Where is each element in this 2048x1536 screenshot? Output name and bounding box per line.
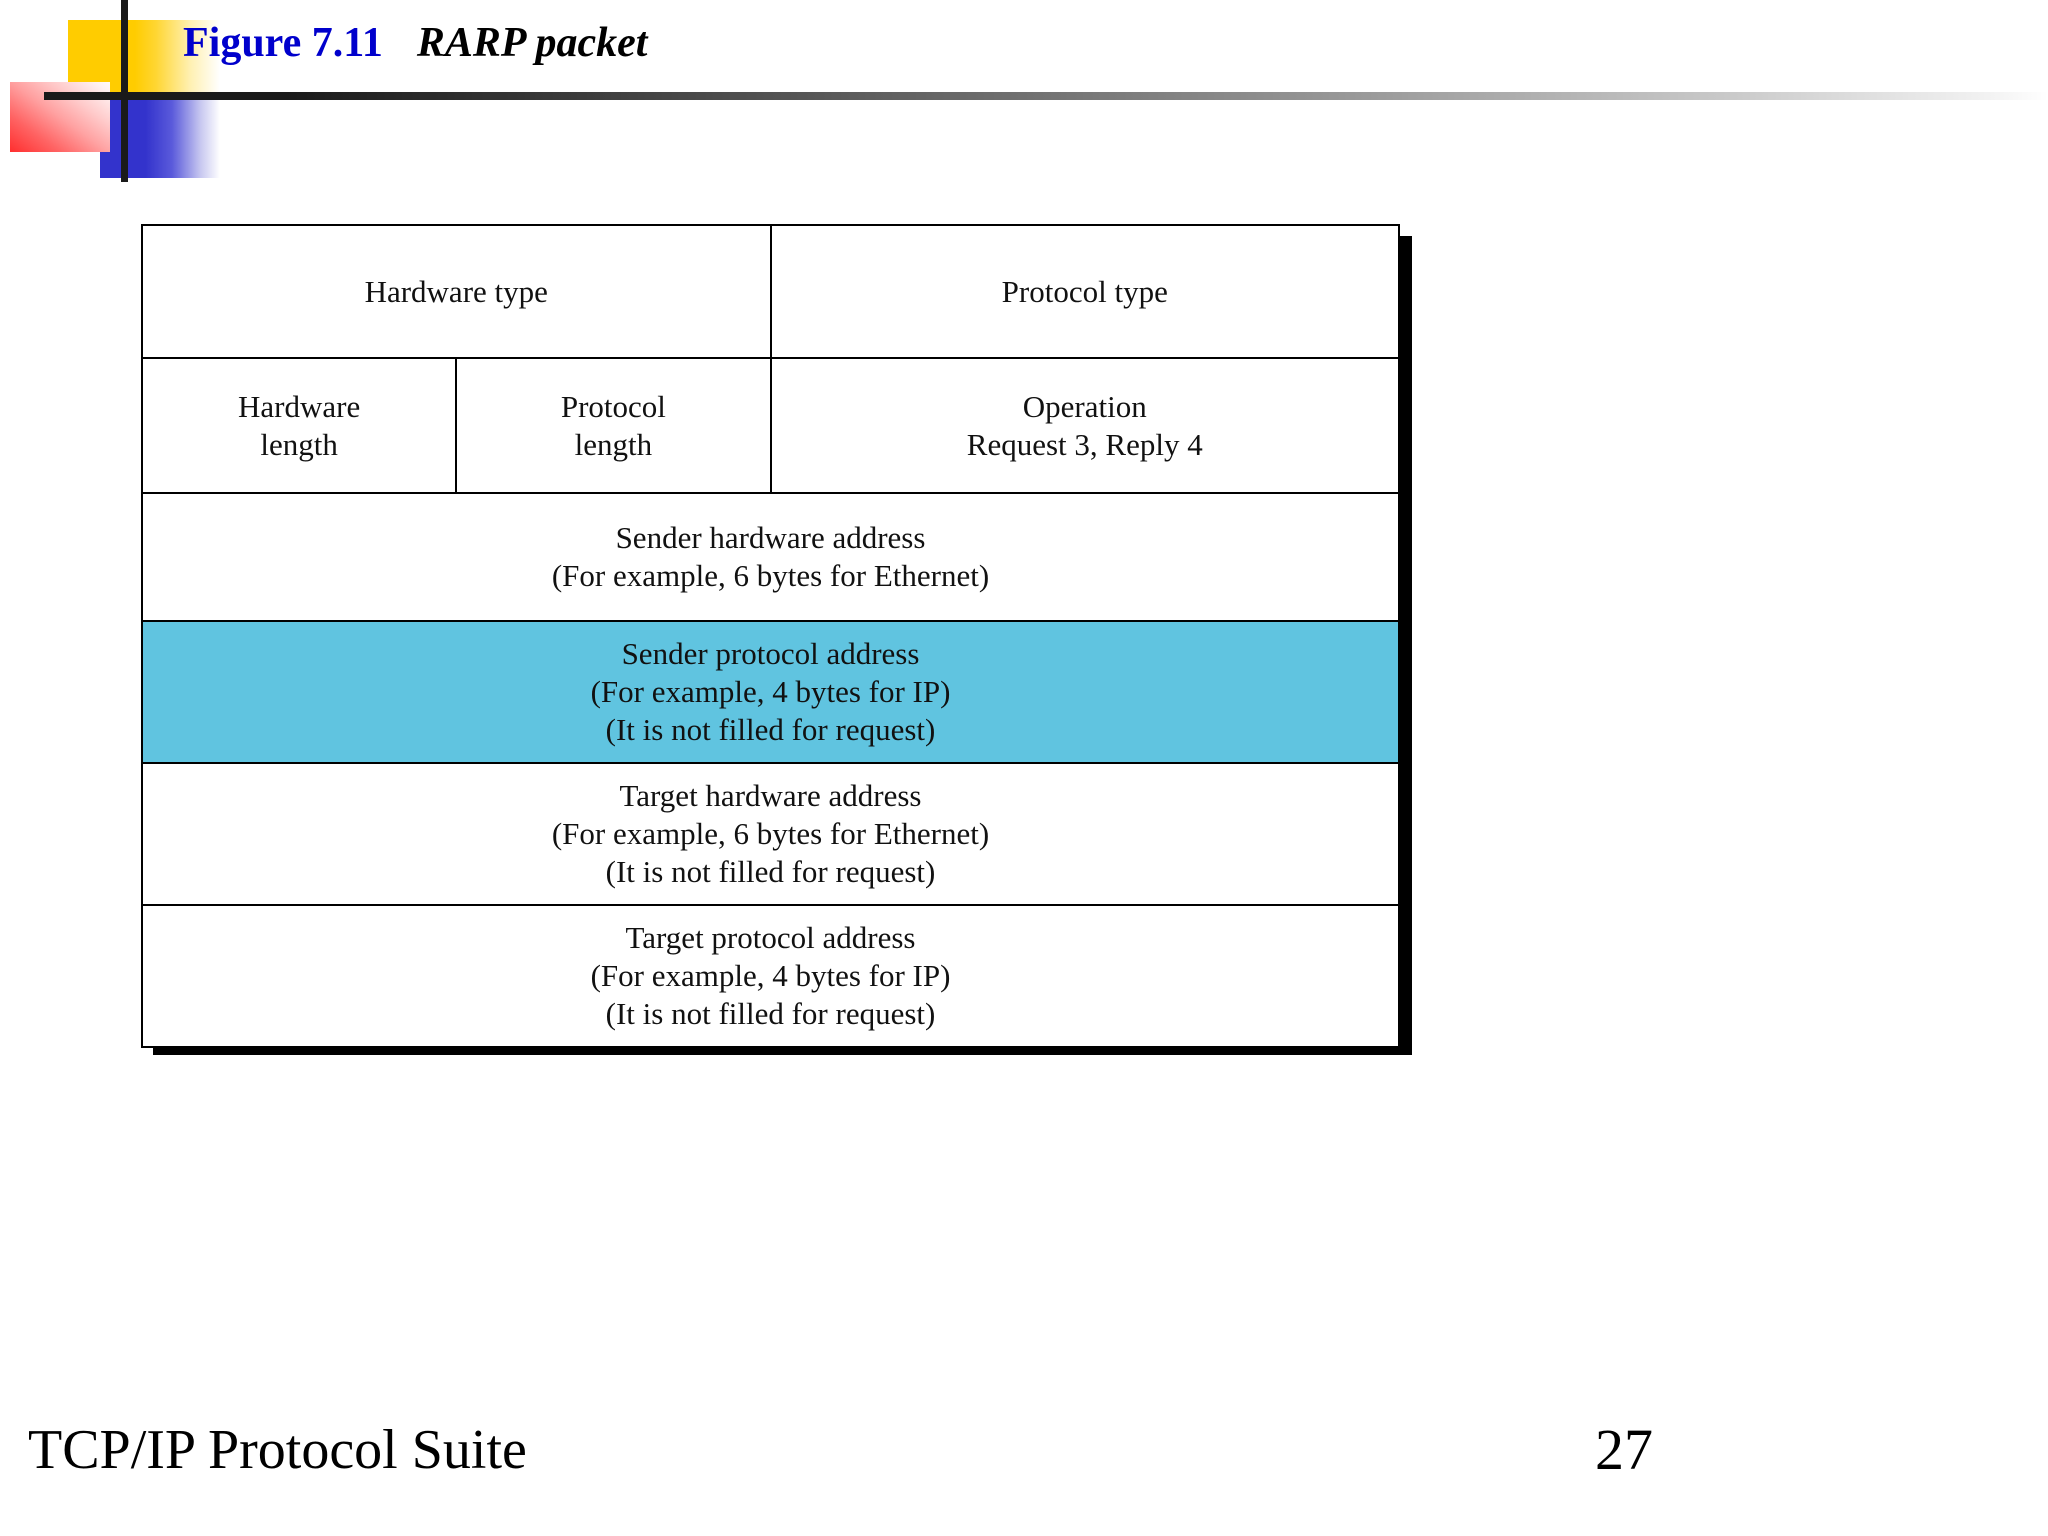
- cell-line: (For example, 4 bytes for IP): [590, 674, 951, 710]
- cell-line: (For example, 6 bytes for Ethernet): [551, 558, 990, 593]
- cell-line: Protocol type: [1001, 273, 1168, 309]
- cell-sender-protocol-address: Sender protocol address (For example, 4 …: [141, 620, 1400, 764]
- cell-line: Protocol: [560, 388, 666, 424]
- table-row: Sender protocol address (For example, 4 …: [141, 620, 1400, 764]
- table-row: Target hardware address (For example, 6 …: [141, 762, 1400, 906]
- cell-line: (It is not filled for request): [605, 995, 936, 1031]
- rarp-packet-diagram: Hardware type Protocol type Hardware len…: [140, 224, 1412, 1055]
- cell-line: (For example, 4 bytes for IP): [590, 958, 951, 994]
- cell-line: (It is not filled for request): [605, 711, 936, 747]
- cell-hardware-length: Hardware length: [140, 357, 458, 494]
- footer-page-number: 27: [1595, 1417, 1653, 1482]
- table-row: Sender hardware address (For example, 6 …: [141, 492, 1400, 622]
- figure-number-label: Figure 7.11: [183, 20, 383, 66]
- figure-caption-label: RARP packet: [416, 20, 648, 66]
- cell-line: Hardware: [238, 388, 361, 424]
- cell-line: length: [260, 426, 338, 462]
- table-row: Hardware type Protocol type: [141, 224, 1400, 359]
- cell-line: Request 3, Reply 4: [966, 426, 1203, 462]
- cell-protocol-length: Protocol length: [455, 357, 772, 494]
- cell-operation: Operation Request 3, Reply 4: [769, 357, 1400, 494]
- cell-hardware-type: Hardware type: [141, 224, 772, 359]
- cell-line: (For example, 6 bytes for Ethernet): [551, 816, 990, 852]
- table-row: Target protocol address (For example, 4 …: [141, 904, 1400, 1048]
- cell-sender-hardware-address: Sender hardware address (For example, 6 …: [141, 492, 1400, 622]
- table-row: Hardware length Protocol length Operatio…: [140, 357, 1400, 494]
- cell-line: Hardware type: [364, 273, 548, 309]
- page-title: Figure 7.11 RARP packet: [183, 22, 647, 64]
- cell-line: Sender protocol address: [621, 636, 920, 672]
- blue-square-decor: [100, 98, 220, 178]
- cell-line: length: [574, 426, 653, 462]
- cell-protocol-type: Protocol type: [769, 224, 1400, 359]
- cell-line: Sender hardware address: [615, 520, 926, 556]
- horizontal-rule-decor: [44, 92, 2048, 100]
- cell-target-protocol-address: Target protocol address (For example, 4 …: [141, 904, 1400, 1048]
- cell-line: (It is not filled for request): [605, 853, 936, 889]
- footer-book-title: TCP/IP Protocol Suite: [28, 1419, 527, 1481]
- rarp-packet-table: Hardware type Protocol type Hardware len…: [140, 224, 1400, 1048]
- cell-line: Target protocol address: [625, 920, 916, 956]
- cell-line: Operation: [1022, 388, 1147, 424]
- cell-target-hardware-address: Target hardware address (For example, 6 …: [141, 762, 1400, 906]
- cell-line: Target hardware address: [619, 778, 922, 814]
- vertical-rule-decor: [121, 0, 128, 182]
